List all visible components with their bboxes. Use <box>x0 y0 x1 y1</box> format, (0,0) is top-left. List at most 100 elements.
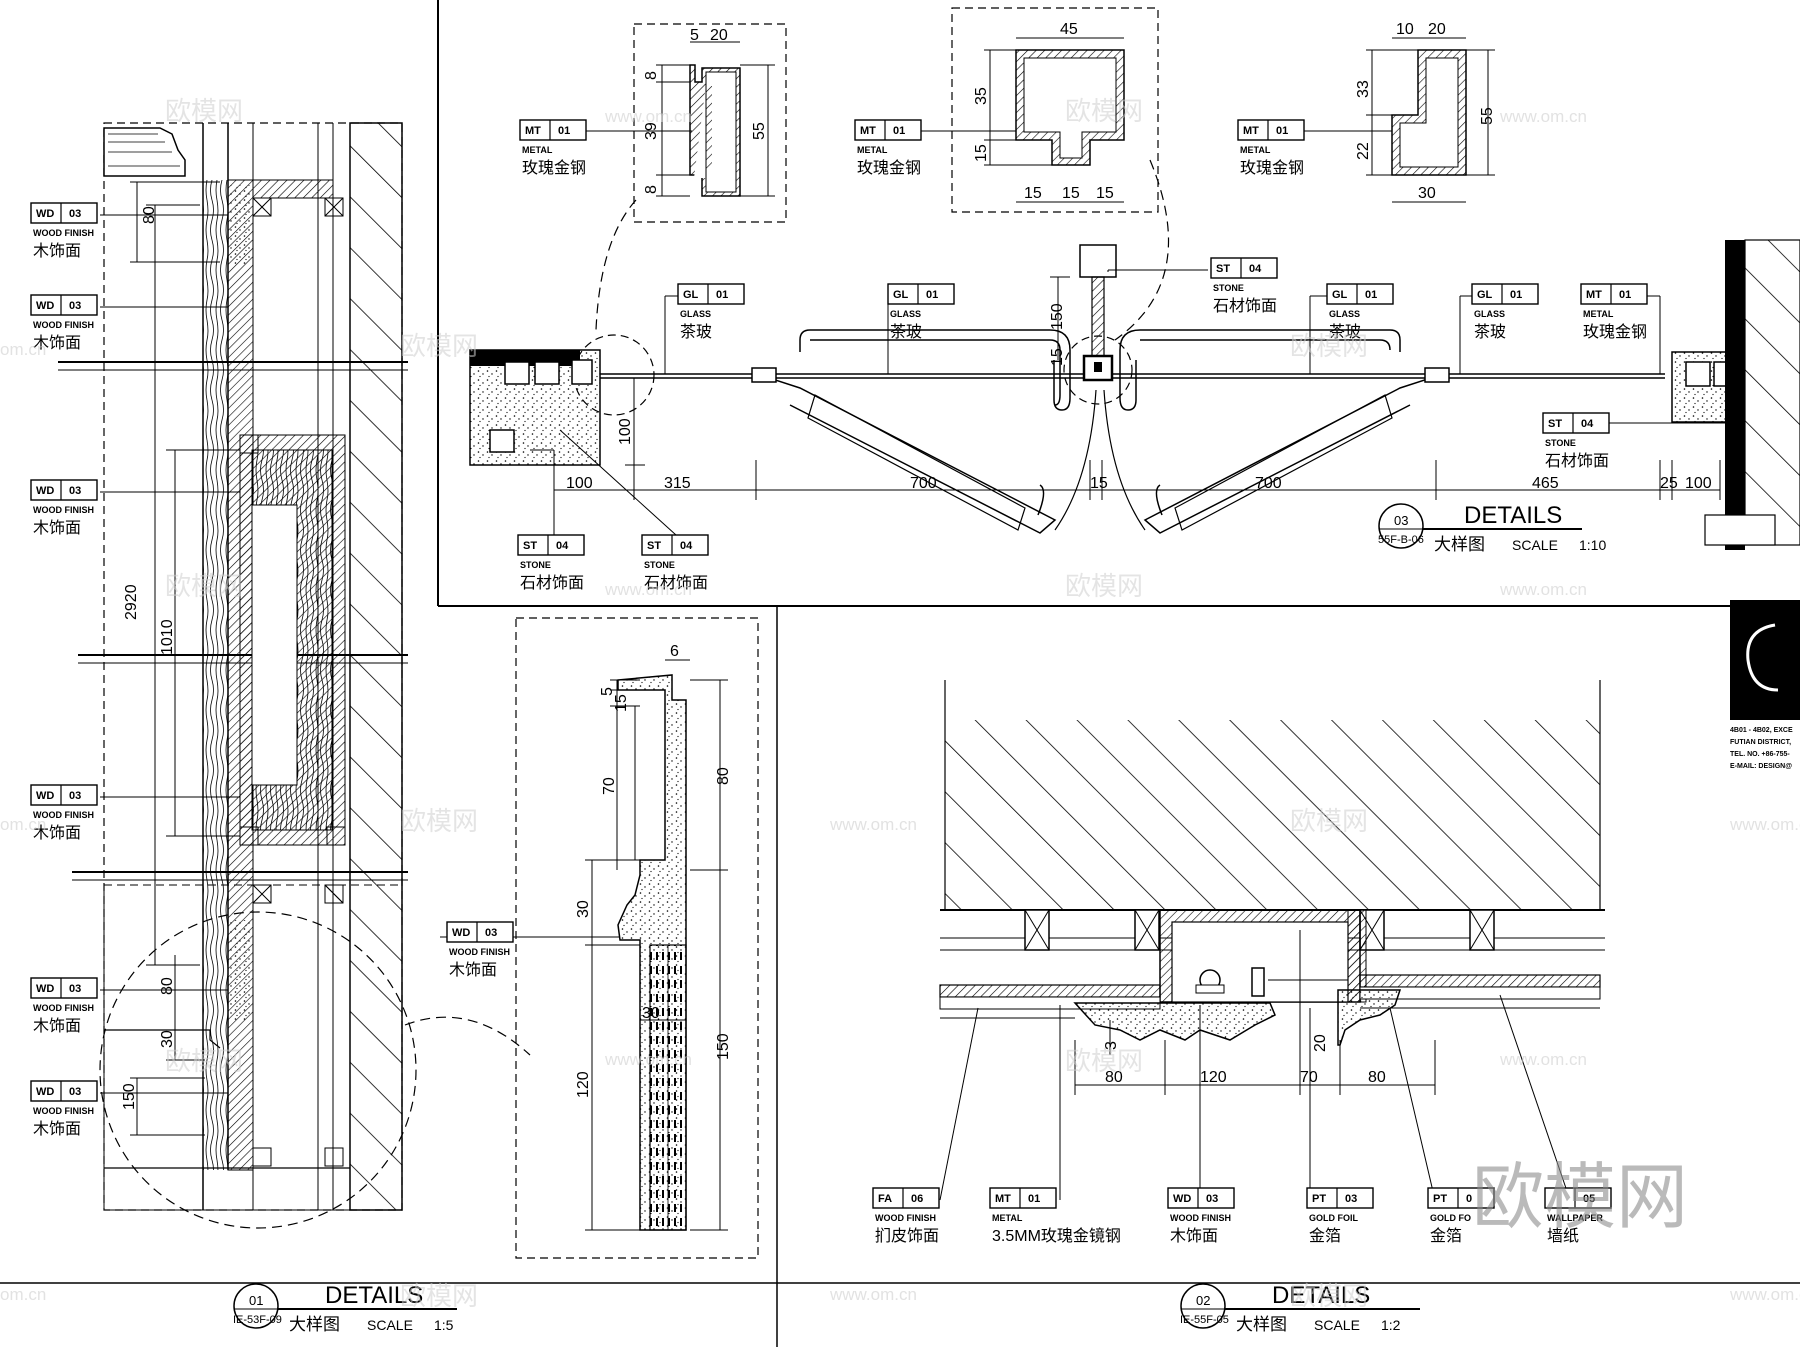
dim-prof3-f: 30 <box>1418 185 1436 202</box>
watermark-brand: 欧模网 <box>400 806 478 836</box>
material-tag-chinese: 玫瑰金钢 <box>857 159 921 177</box>
material-tag-chinese: 玫瑰金钢 <box>1240 159 1304 177</box>
material-tag-chinese: 石材饰面 <box>1213 297 1277 315</box>
watermark-url: om.cn <box>0 340 46 359</box>
title-01-bubble <box>233 1283 279 1329</box>
title-block-03: 03 55F-B-06 DETAILS 大样图 SCALE 1:10 <box>1378 502 1606 554</box>
material-tag-name: WOOD FINISH <box>33 810 94 820</box>
material-tag-box <box>1580 283 1648 305</box>
material-tag-name: GOLD FO <box>1430 1213 1471 1223</box>
watermark-layer: 欧模网 欧模网 欧模网 欧模网 欧模网 欧模网 欧模网 欧模网 欧模网 欧模网 … <box>0 96 1800 1311</box>
dim-prof3-e: 55 <box>1479 107 1496 125</box>
title-01-number: 01 <box>249 1293 263 1308</box>
watermark-brand: 欧模网 <box>1065 96 1143 126</box>
material-tag-box <box>872 1187 940 1209</box>
material-tag-box <box>30 977 98 999</box>
title-03-zh: 大样图 <box>1434 535 1485 554</box>
material-tag-number: 03 <box>69 485 81 497</box>
dim-d01-e: 30 <box>159 1030 176 1048</box>
material-tag-box <box>30 1080 98 1102</box>
dim-prof2-d: 15 <box>1024 185 1042 202</box>
watermark-url: om.cn <box>0 1285 46 1304</box>
material-tag-number: 03 <box>69 790 81 802</box>
detail-03-dimensions: 100 315 700 15 700 465 25 100 150 15 100 <box>566 303 1712 492</box>
material-tag-box <box>30 202 98 224</box>
dim-d02-c: 70 <box>1300 1069 1318 1086</box>
material-tag-number: 03 <box>69 300 81 312</box>
material-tag-number: 03 <box>69 983 81 995</box>
dim-prof2-f: 15 <box>1096 185 1114 202</box>
material-tag-code: MT <box>525 125 541 137</box>
material-tag-name: WOOD FINISH <box>875 1213 936 1223</box>
watermark-url: www.om.cn <box>1499 580 1587 599</box>
material-tag-box <box>989 1187 1057 1209</box>
profile-dimensions: 6 5 15 70 80 30 30 120 150 <box>575 643 732 1098</box>
material-tag-box <box>1544 1187 1612 1209</box>
material-tag-code: ST <box>1548 418 1562 430</box>
material-tag-number: 01 <box>1365 289 1377 301</box>
material-tag-chinese: 茶玻 <box>1474 323 1506 341</box>
watermark-brand: 欧模网 <box>1290 806 1368 836</box>
material-tag-code: GL <box>1332 289 1348 301</box>
watermark-brand: 欧模网 <box>400 1281 478 1311</box>
material-tag-code: GL <box>1477 289 1493 301</box>
dim-profile-f: 30 <box>642 1005 660 1022</box>
dim-prof1-a: 5 <box>690 27 699 44</box>
material-tag-name: STONE <box>644 560 675 570</box>
dim-d01-d: 80 <box>159 977 176 995</box>
dim-d03-c: 700 <box>910 475 937 492</box>
dim-d01-f: 150 <box>121 1083 138 1110</box>
material-tag-chinese: 木饰面 <box>33 242 81 260</box>
dim-d03-e: 700 <box>1255 475 1282 492</box>
detail-03-drawing: 5 20 8 39 8 55 45 35 15 15 15 15 10 20 3… <box>469 7 1800 550</box>
dim-profile-h: 150 <box>715 1033 732 1060</box>
dim-d02-d: 80 <box>1368 1069 1386 1086</box>
material-tag-number: 01 <box>1028 1193 1040 1205</box>
title-01-zh: 大样图 <box>289 1315 340 1334</box>
material-tag-chinese: 石材饰面 <box>520 574 584 592</box>
dim-prof3-d: 22 <box>1355 142 1372 160</box>
dim-d02-b: 120 <box>1200 1069 1227 1086</box>
material-tag-name: WOOD FINISH <box>1170 1213 1231 1223</box>
material-tag-chinese: 石材饰面 <box>644 574 708 592</box>
material-tag-number: 03 <box>485 927 497 939</box>
material-tag-chinese: 茶玻 <box>890 323 922 341</box>
material-tag-chinese: 茶玻 <box>1329 323 1361 341</box>
material-tag-number: 03 <box>69 208 81 220</box>
dim-d03-d: 15 <box>1090 475 1108 492</box>
material-tag-code: FA <box>878 1193 892 1205</box>
material-tag-box <box>1326 283 1394 305</box>
title-03-number: 03 <box>1394 513 1408 528</box>
profile-3-dimensions: 10 20 33 22 55 30 <box>1355 21 1496 202</box>
material-tag-code: MT <box>1243 125 1259 137</box>
dim-d03-g: 25 <box>1660 475 1678 492</box>
material-tag-box <box>1237 119 1305 141</box>
title-02-number: 02 <box>1196 1293 1210 1308</box>
title-02-zh: 大样图 <box>1236 1315 1287 1334</box>
material-tag-box <box>1471 283 1539 305</box>
watermark-url: www.om.cn <box>604 580 692 599</box>
material-tag-name: WOOD FINISH <box>33 505 94 515</box>
dim-d03-f: 465 <box>1532 475 1559 492</box>
watermark-url: www.om.cn <box>1729 815 1800 834</box>
title-02-bubble <box>1180 1283 1226 1329</box>
material-tag-code: WD <box>36 790 54 802</box>
dim-profile-w: 6 <box>670 643 679 660</box>
material-tag-box <box>677 283 745 305</box>
title-block-01: 01 IE-53F-09 DETAILS 大样图 SCALE 1:5 <box>233 1282 457 1334</box>
material-tag-number: 01 <box>716 289 728 301</box>
dim-prof2-a: 45 <box>1060 21 1078 38</box>
watermark-url: om.cn <box>0 815 46 834</box>
